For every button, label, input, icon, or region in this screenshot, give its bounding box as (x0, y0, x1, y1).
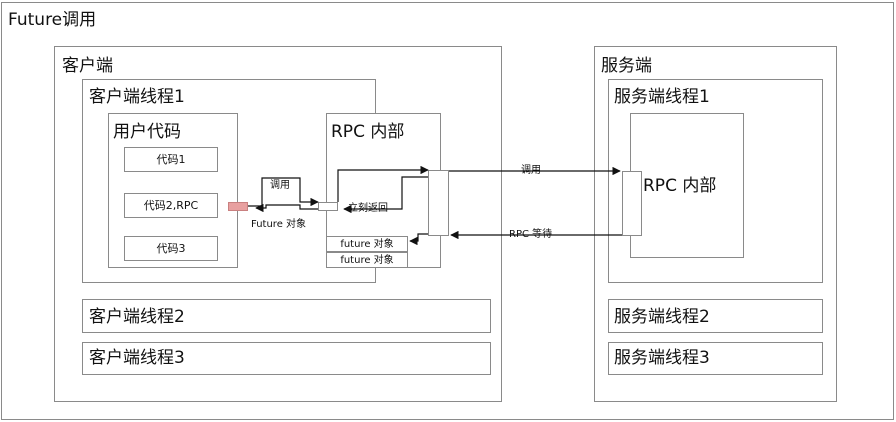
client-thread-3 (82, 342, 491, 375)
call-arrow-label: 调用 (270, 180, 290, 191)
client-thread-2-label: 客户端线程2 (89, 307, 185, 327)
rpc-entry-box (318, 202, 338, 211)
rpc-call-marker (228, 202, 248, 211)
server-rpc-label: RPC 内部 (643, 176, 717, 196)
server-thread-2-label: 服务端线程2 (614, 307, 710, 327)
client-thread-1-label: 客户端线程1 (89, 87, 185, 107)
rpc-forward-arrow (337, 165, 429, 202)
future-object-2-label: future 对象 (340, 255, 394, 266)
client-thread-3-label: 客户端线程3 (89, 348, 185, 368)
server-label: 服务端 (601, 56, 652, 76)
server-thread-2 (608, 299, 823, 333)
code-2-box (124, 193, 218, 218)
client-thread-2 (82, 299, 491, 333)
code-3-label: 代码3 (156, 242, 186, 255)
code-1-box (124, 147, 218, 172)
future-object-1 (326, 236, 408, 252)
future-object-2 (326, 252, 408, 268)
server-thread-3 (608, 342, 823, 375)
server-call-label: 调用 (521, 165, 541, 176)
server-rpc-box (630, 113, 744, 258)
rpc-wait-label: RPC 等待 (509, 229, 553, 240)
future-return-arrow (255, 203, 318, 213)
immediate-return-arrow (343, 176, 428, 214)
immediate-return-label: 立刻返回 (348, 203, 388, 214)
server-rpc-column (622, 171, 642, 236)
future-object-1-label: future 对象 (340, 239, 394, 250)
code-1-label: 代码1 (156, 153, 186, 166)
client-label: 客户端 (62, 56, 113, 76)
diagram-title: Future调用 (8, 10, 97, 30)
user-code-label: 用户代码 (113, 122, 181, 142)
client-rpc-label: RPC 内部 (331, 122, 405, 142)
code-3-box (124, 236, 218, 261)
client-rpc-column (428, 170, 449, 236)
server-thread-1-label: 服务端线程1 (614, 87, 710, 107)
code-2-label: 代码2,RPC (143, 199, 199, 212)
future-arrow-label: Future 对象 (251, 219, 307, 230)
server-thread-3-label: 服务端线程3 (614, 348, 710, 368)
future-object-arrow (409, 233, 428, 246)
